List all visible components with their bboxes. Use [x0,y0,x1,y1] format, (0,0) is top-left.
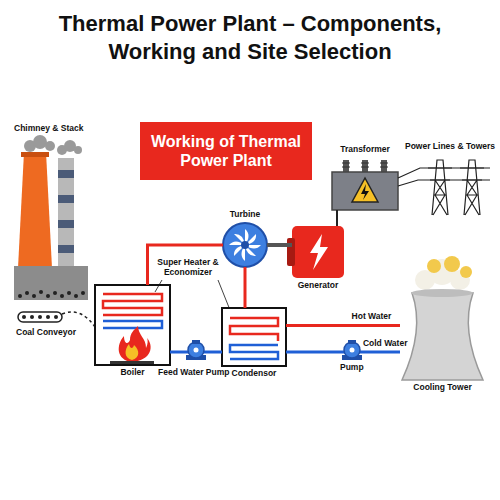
turbine: Turbine [223,223,267,267]
cooling-tower [402,256,483,380]
coal-bunker [14,266,88,300]
part-label: Coal Conveyor [16,328,76,338]
pipe-connector [336,210,338,226]
part-label: Feed Water Pump [158,368,229,378]
node-label: Transformer [340,145,390,155]
generator-body [292,226,344,278]
node-label: Condensor [232,369,277,379]
part-label: Power Lines & Towers [405,142,495,152]
pipe-connector [286,324,400,327]
turbine-casing [223,223,267,267]
feed-water-pump [186,340,206,360]
part-label: Pump [340,363,364,373]
lightning-icon [310,234,328,270]
chimney [18,152,52,268]
boiler-casing [95,285,170,365]
pipe-label: Hot Water [350,313,394,323]
warning-sign [352,178,378,202]
node-label: Boiler [120,368,144,378]
generator: Generator [292,226,344,278]
node-label: Turbine [230,210,261,220]
boiler: Boiler [95,285,170,365]
stack [58,158,74,268]
transformer: Transformer [330,158,400,210]
node-label: Cooling Tower [413,383,471,393]
pipe-connector [148,245,224,285]
pipe-connector [244,267,247,308]
pump-symbol [342,340,362,360]
power-towers [398,160,490,215]
pipe-label: Cold Water [361,339,410,349]
node-label: Working of Thermal Power Plant [146,132,306,170]
part-label: Chimney & Stack [14,124,83,134]
condenser: Condensor [222,308,286,366]
pipe-connector [267,243,292,247]
boiler-fire [119,326,151,362]
node-label: Generator [298,281,339,291]
page-title: Thermal Power Plant – Components, Workin… [30,10,470,65]
cooling-tower: Cooling Tower [400,285,485,380]
pipe-connector [286,351,400,354]
coal-conveyor [18,312,62,322]
part-label: Super Heater & Economizer [152,258,224,278]
condenser-casing [222,308,286,366]
title-box: Working of Thermal Power Plant [140,122,312,180]
transformer-body [332,172,398,210]
